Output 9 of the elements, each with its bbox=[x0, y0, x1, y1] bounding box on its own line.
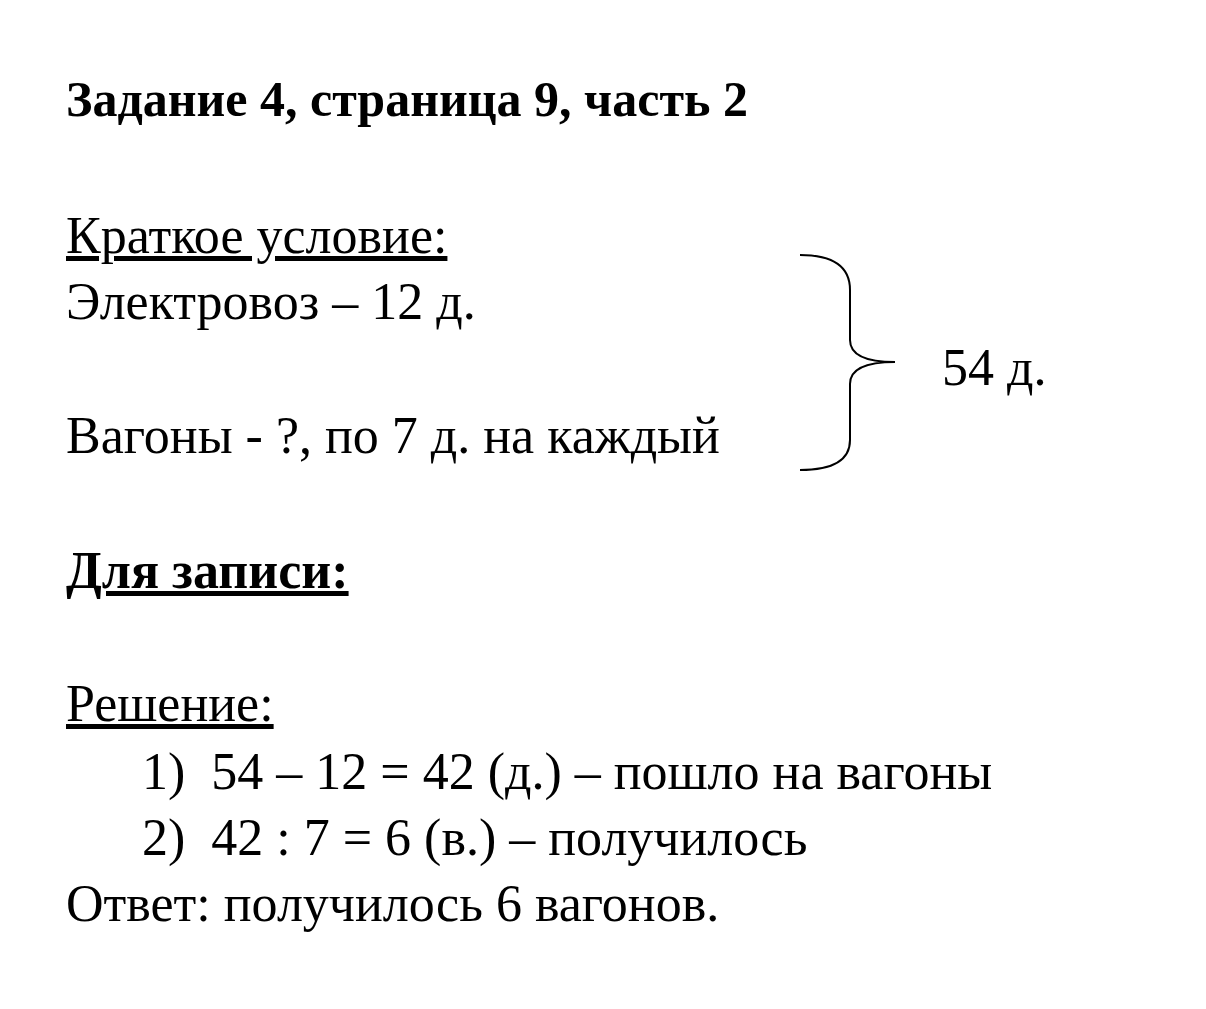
solution-step: 2) 42 : 7 = 6 (в.) – получилось bbox=[142, 812, 808, 864]
answer-line: Ответ: получилось 6 вагонов. bbox=[66, 878, 720, 930]
heading: Для записи: bbox=[66, 545, 349, 597]
heading: Краткое условие: bbox=[66, 210, 448, 262]
condition-line: Вагоны - ?, по 7 д. на каждый bbox=[66, 410, 720, 462]
total-value: 54 д. bbox=[942, 342, 1047, 394]
heading: Решение: bbox=[66, 678, 274, 730]
solution-step: 1) 54 – 12 = 42 (д.) – пошло на вагоны bbox=[142, 746, 993, 798]
condition-line: Электровоз – 12 д. bbox=[66, 276, 476, 328]
